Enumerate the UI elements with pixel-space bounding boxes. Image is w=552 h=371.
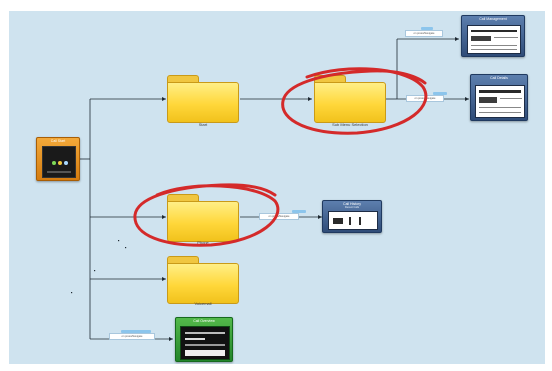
arrowhead <box>465 97 469 101</box>
call-history-screen[interactable]: Call History Recent Calls <box>322 200 382 233</box>
thumb-row <box>333 218 343 224</box>
status-dot-icon <box>58 161 62 165</box>
call-start-screen-thumbnail <box>42 146 76 178</box>
arrowhead <box>169 337 173 341</box>
thumb-row <box>494 37 518 38</box>
thumb-row <box>471 49 517 50</box>
call-overview-screen[interactable]: Call Overview <box>175 317 233 362</box>
connector-label-tab <box>121 330 151 333</box>
connector-label-tab <box>292 210 306 213</box>
thumb-row <box>479 107 521 108</box>
thumb-row <box>471 30 517 32</box>
connector-label-tab <box>421 27 433 30</box>
call-start-title: Call Start <box>50 139 66 143</box>
folder-start-label: Start <box>198 122 208 127</box>
thumb-row <box>359 217 361 225</box>
diagram-canvas: Call Start Start Sub Menu Selection Phon… <box>9 11 545 364</box>
arrowhead <box>162 97 166 101</box>
arrowhead <box>455 37 459 41</box>
call-management-thumbnail <box>467 25 521 54</box>
folder-icon-tab <box>167 256 199 266</box>
call-details-screen[interactable]: Call Details <box>470 74 528 121</box>
folder-icon <box>167 201 239 242</box>
folder-phone[interactable] <box>167 194 239 242</box>
thumb-row <box>185 332 225 334</box>
trunk-tick <box>118 240 120 242</box>
folder-sub-menu[interactable] <box>314 75 386 123</box>
call-management-title: Call Management <box>479 17 507 21</box>
call-history-thumbnail <box>328 211 378 230</box>
folder-icon <box>314 82 386 123</box>
call-history-subtitle: Recent Calls <box>344 206 360 209</box>
trunk-tick <box>94 270 96 272</box>
folder-voicemail-label: Voicemail <box>194 301 212 306</box>
folder-icon-tab <box>167 194 199 204</box>
call-management-screen[interactable]: Call Management <box>461 15 525 57</box>
thumb-row <box>479 97 497 103</box>
status-dot-icon <box>52 161 56 165</box>
thumb-row <box>185 344 225 346</box>
arrowhead <box>162 277 166 281</box>
arrowhead <box>318 215 322 219</box>
folder-icon <box>167 263 239 304</box>
connector-label: on press/Navigate <box>405 30 443 37</box>
thumb-row <box>479 112 521 113</box>
annotation-circle-phone <box>133 183 280 247</box>
folder-icon <box>167 82 239 123</box>
folder-voicemail[interactable] <box>167 256 239 304</box>
folder-phone-label: Phone <box>197 240 209 245</box>
status-dot-icon <box>64 161 68 165</box>
connector-label-tab <box>433 92 447 95</box>
call-details-title: Call Details <box>490 76 508 80</box>
call-start-node[interactable]: Call Start <box>36 137 80 181</box>
call-overview-title: Call Overview <box>193 319 215 323</box>
arrowhead <box>308 97 312 101</box>
thumb-row <box>471 45 517 46</box>
call-history-title: Call History <box>343 202 361 206</box>
screen-bar <box>47 171 71 173</box>
thumb-row <box>185 338 205 340</box>
thumb-row <box>479 90 521 93</box>
trunk-tick <box>125 247 127 249</box>
folder-icon-tab <box>167 75 199 85</box>
call-overview-thumbnail <box>180 326 230 360</box>
arrowhead <box>162 215 166 219</box>
thumb-row <box>349 217 351 225</box>
call-details-thumbnail <box>475 85 525 118</box>
trunk-tick <box>71 292 73 294</box>
connector-label: on press/Navigate <box>259 213 299 220</box>
folder-sub-menu-label: Sub Menu Selection <box>332 122 368 127</box>
connector-label: on press/Navigate <box>109 333 155 340</box>
thumb-row <box>500 98 522 99</box>
folder-start[interactable] <box>167 75 239 123</box>
thumb-row <box>185 350 225 356</box>
thumb-row <box>471 36 491 41</box>
annotation-circle-sub-menu <box>281 67 428 135</box>
